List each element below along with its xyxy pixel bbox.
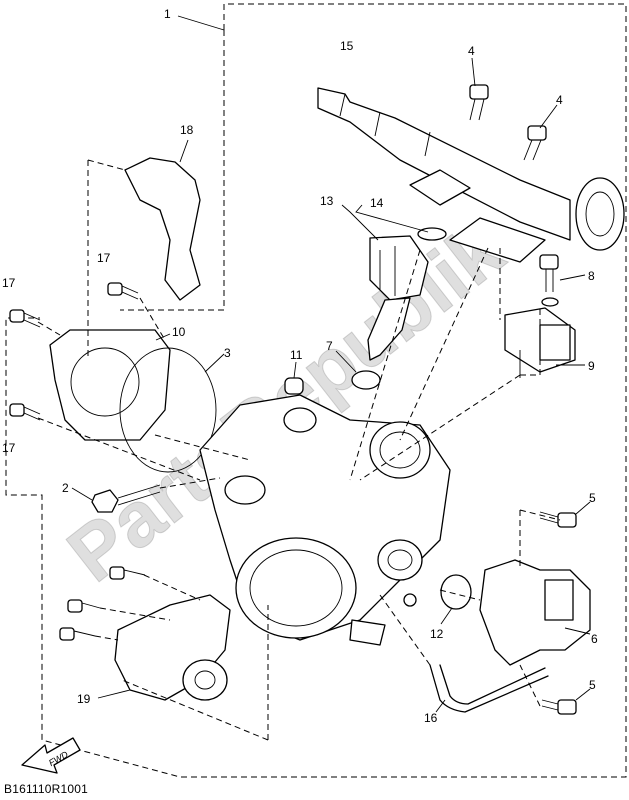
center-line: [143, 574, 201, 601]
screw-17b: [9, 403, 41, 421]
fuel-injector: [367, 235, 429, 361]
center-line: [519, 664, 541, 707]
callout-18: 18: [180, 123, 194, 137]
cap-11: [284, 377, 304, 395]
center-line: [159, 477, 221, 489]
hose-16: [429, 664, 549, 713]
leader-4a: [471, 57, 476, 87]
fuel-rail: [317, 87, 625, 263]
diagram-code: B161110R1001: [4, 782, 89, 796]
callout-5: 5: [589, 491, 596, 505]
leader-1: [177, 15, 225, 31]
callout-3: 3: [224, 346, 231, 360]
nut-2: [91, 484, 161, 513]
center-line: [349, 249, 421, 481]
callout-17: 17: [97, 251, 111, 265]
screw-17c: [107, 282, 139, 300]
callout-17: 17: [2, 441, 16, 455]
cover-plate-10: [49, 329, 171, 441]
center-line: [519, 509, 561, 521]
leader-12: [440, 607, 453, 625]
callout-5: 5: [589, 678, 596, 692]
callout-13: 13: [320, 194, 334, 208]
center-line: [154, 434, 251, 461]
bolt-4a: [469, 84, 489, 121]
leader-8: [559, 274, 586, 281]
screw-17a: [9, 309, 41, 328]
callout-15: 15: [340, 39, 354, 53]
leader-2: [71, 487, 93, 501]
callout-12: 12: [430, 627, 444, 641]
bolt-4b: [523, 125, 547, 161]
callout-4: 4: [468, 44, 475, 58]
leader-4b: [539, 104, 558, 129]
callout-10: 10: [172, 325, 186, 339]
leader-11: [293, 361, 297, 379]
screws-19: [59, 566, 146, 641]
screw-5a: [539, 511, 577, 528]
callout-8: 8: [588, 269, 595, 283]
o-ring-12: [440, 574, 472, 610]
leader-18: [179, 139, 189, 163]
center-line: [139, 297, 166, 341]
center-line: [87, 159, 126, 171]
throttle-position-sensor: [479, 559, 591, 666]
screw-5b: [541, 699, 577, 715]
leader-3: [204, 353, 225, 373]
fwd-arrow: FWD: [21, 737, 81, 774]
gasket-3: [119, 347, 217, 473]
idle-actuator-19: [114, 594, 231, 701]
center-line: [359, 374, 521, 481]
callout-1: 1: [164, 7, 171, 21]
center-line: [37, 417, 201, 481]
center-line: [94, 635, 119, 641]
callout-16: 16: [424, 711, 438, 725]
callout-9: 9: [588, 359, 595, 373]
leader-7: [335, 350, 357, 373]
leader-16: [435, 699, 446, 713]
leader-5b: [575, 688, 591, 701]
callout-4: 4: [556, 93, 563, 107]
center-line: [439, 589, 481, 601]
hose-16-inner: [439, 664, 546, 705]
leader-13: [341, 204, 379, 241]
center-line: [121, 679, 269, 741]
leader-14: [355, 204, 429, 233]
clamp-18: [124, 157, 201, 301]
leader-6: [564, 627, 591, 635]
callout-2: 2: [62, 481, 69, 495]
center-line: [379, 594, 431, 666]
leader-19: [97, 689, 131, 699]
center-line: [37, 321, 61, 336]
callout-6: 6: [591, 632, 598, 646]
center-line: [399, 247, 489, 441]
screw-8: [539, 254, 559, 307]
leader-5a: [575, 501, 591, 515]
callout-17: 17: [2, 276, 16, 290]
center-line: [99, 607, 171, 621]
throttle-body: [199, 394, 451, 646]
callout-14: 14: [370, 196, 384, 210]
callout-11: 11: [290, 348, 303, 362]
callout-7: 7: [326, 339, 333, 353]
o-ring-14: [417, 227, 447, 241]
seal-7: [351, 370, 381, 390]
callout-19: 19: [77, 692, 91, 706]
